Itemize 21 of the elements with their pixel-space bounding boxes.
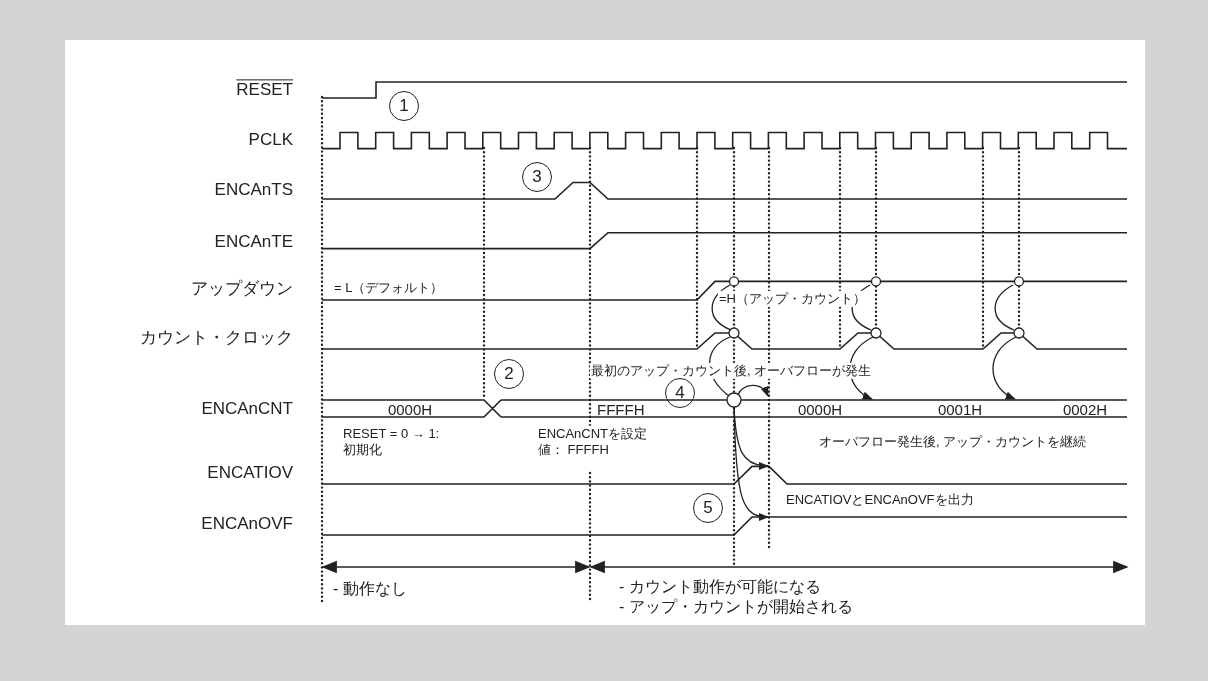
signal-name: ENCAnOVF (201, 513, 293, 535)
signal-name: ENCATIOV (207, 462, 293, 484)
annotation-text: 最初のアップ・カウント後, オーバフローが発生 (590, 362, 873, 380)
annotation-text: オーバフロー発生後, アップ・カウントを継続 (818, 433, 1088, 451)
annotation-text: - 動作なし (332, 579, 408, 599)
bus-value: 0002H (1062, 400, 1108, 420)
annotation-text: ENCAnCNTを設定値： FFFFH (537, 425, 649, 459)
signal-name: ENCAnTE (214, 231, 293, 253)
signal-name: ENCAnTS (214, 179, 293, 201)
signal-name: カウント・クロック (140, 327, 293, 349)
signal-name: RESET (236, 79, 293, 101)
signal-name: PCLK (248, 129, 293, 151)
bus-value: 0000H (387, 400, 433, 420)
signal-name: アップダウン (191, 278, 293, 300)
bus-value: 0000H (797, 400, 843, 420)
bus-value: FFFFH (597, 400, 645, 420)
annotation-text: ENCATIOVとENCAnOVFを出力 (785, 491, 975, 509)
signal-name: ENCAnCNT (201, 398, 293, 420)
annotation-text: - アップ・カウントが開始される (618, 597, 854, 617)
annotation-text: - カウント動作が可能になる (618, 577, 822, 597)
bus-value: 0001H (937, 400, 983, 420)
